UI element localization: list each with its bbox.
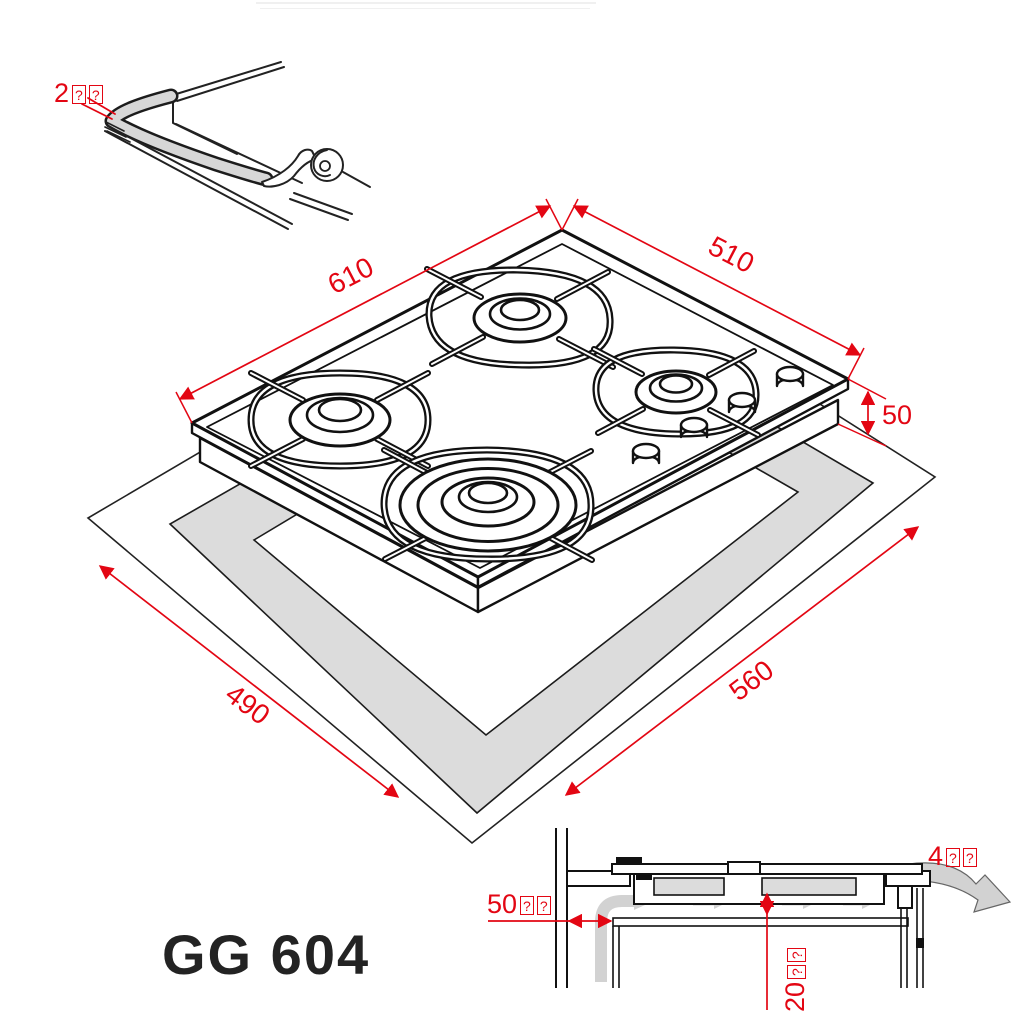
top-crop-artifact <box>260 8 590 9</box>
hob-edge-black <box>616 857 642 865</box>
knob-3 <box>727 391 757 414</box>
front-gap-value: 4 <box>928 841 944 871</box>
knob-2 <box>679 416 709 439</box>
burner-right <box>634 369 718 415</box>
dim-510: 510 <box>704 230 760 279</box>
missing-unit-glyphs: ?? <box>780 948 810 982</box>
dim-610: 610 <box>323 251 379 300</box>
cabinet-side-right <box>900 888 924 988</box>
airflow-inlet-arrow <box>595 895 634 982</box>
wall-clearance-value: 50 <box>487 889 518 919</box>
front-gap-label: 4?? <box>928 843 977 870</box>
clearance-dimensions <box>488 892 775 1010</box>
edge-profile-detail <box>81 61 371 230</box>
hob-section <box>611 857 923 909</box>
burner-box-right <box>761 877 857 896</box>
burner-left <box>288 392 392 448</box>
airflow-arrows <box>595 892 878 982</box>
knob-4 <box>775 365 805 388</box>
burner-back <box>472 292 568 344</box>
dimension-hob-height: 50 <box>837 378 912 447</box>
installation-cross-section <box>488 828 1012 1010</box>
top-crop-artifact <box>256 2 596 4</box>
hinge-mark <box>916 938 924 948</box>
edge-thickness-value: 2 <box>54 78 70 108</box>
missing-unit-glyphs: ?? <box>943 841 977 871</box>
hob-flange <box>611 863 923 875</box>
edge-thickness-label: 2?? <box>54 80 103 107</box>
under-clearance-label: 20?? <box>780 948 810 1012</box>
knob-1 <box>631 442 661 465</box>
cabinet-shelf <box>612 917 909 988</box>
dim-490: 490 <box>220 678 276 731</box>
dim-560: 560 <box>723 654 779 707</box>
dim-50-height: 50 <box>882 400 912 430</box>
hob-center-notch <box>727 861 761 875</box>
burner-wok <box>398 457 578 553</box>
grate-wok-burner <box>380 446 595 563</box>
wall-section <box>555 828 568 988</box>
hob-foot <box>897 885 913 909</box>
burner-box-left <box>653 877 725 896</box>
missing-unit-glyphs: ?? <box>69 78 103 108</box>
under-clearance-value: 20 <box>780 981 810 1012</box>
missing-unit-glyphs: ?? <box>517 889 551 919</box>
model-name: GG 604 <box>162 923 371 986</box>
wall-clearance-label: 50?? <box>487 891 551 918</box>
control-knobs <box>631 365 805 465</box>
